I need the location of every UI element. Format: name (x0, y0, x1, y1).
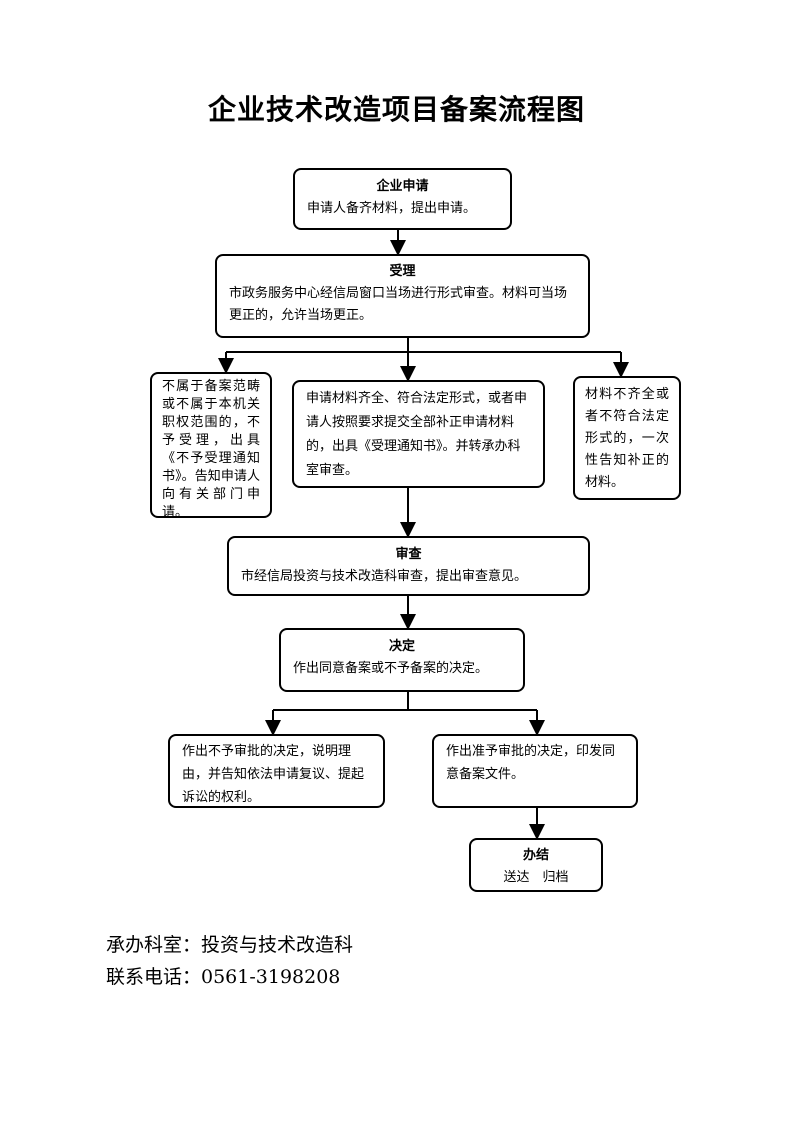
node-review: 审查 市经信局投资与技术改造科审查，提出审查意见。 (227, 536, 590, 596)
node-review-heading: 审查 (395, 547, 422, 562)
node-decision-heading: 决定 (388, 639, 415, 654)
node-decision: 决定 作出同意备案或不予备案的决定。 (279, 628, 525, 692)
node-apply: 企业申请 申请人备齐材料，提出申请。 (293, 168, 512, 230)
footer-office: 承办科室：投资与技术改造科 (106, 934, 354, 956)
node-reject: 不属于备案范畴或不属于本机关职权范围的，不予受理，出具《不予受理通知书》。告知申… (150, 372, 272, 520)
node-reject-body: 不属于备案范畴或不属于本机关职权范围的，不予受理，出具《不予受理通知书》。告知申… (162, 379, 260, 520)
node-review-body: 市经信局投资与技术改造科审查，提出审查意见。 (241, 569, 528, 584)
node-decision-body: 作出同意备案或不予备案的决定。 (293, 661, 489, 676)
node-apply-heading: 企业申请 (376, 179, 429, 194)
node-approve: 作出准予审批的决定，印发同意备案文件。 (432, 734, 638, 808)
node-approve-body: 作出准予审批的决定，印发同意备案文件。 (446, 744, 616, 782)
footer-phone: 联系电话：0561-3198208 (106, 966, 341, 988)
node-complete: 申请材料齐全、符合法定形式，或者申请人按照要求提交全部补正申请材料的，出具《受理… (292, 380, 545, 488)
node-finish: 办结 送达 归档 (469, 838, 603, 892)
node-apply-body: 申请人备齐材料，提出申请。 (307, 201, 477, 216)
node-finish-heading: 办结 (522, 848, 549, 863)
page-title: 企业技术改造项目备案流程图 (207, 93, 585, 126)
node-finish-body: 送达 归档 (503, 870, 569, 885)
node-deny-body: 作出不予审批的决定，说明理由，并告知依法申请复议、提起诉讼的权利。 (182, 744, 365, 805)
node-complete-body: 申请材料齐全、符合法定形式，或者申请人按照要求提交全部补正申请材料的，出具《受理… (306, 391, 528, 478)
node-accept-heading: 受理 (389, 264, 416, 279)
node-accept-body: 市政务服务中心经信局窗口当场进行形式审查。材料可当场更正的，允许当场更正。 (229, 286, 568, 323)
node-incomplete-body: 材料不齐全或者不符合法定形式的，一次性告知补正的材料。 (585, 387, 669, 490)
node-deny: 作出不予审批的决定，说明理由，并告知依法申请复议、提起诉讼的权利。 (168, 734, 385, 808)
node-accept: 受理 市政务服务中心经信局窗口当场进行形式审查。材料可当场更正的，允许当场更正。 (215, 254, 590, 338)
node-incomplete: 材料不齐全或者不符合法定形式的，一次性告知补正的材料。 (573, 376, 681, 500)
